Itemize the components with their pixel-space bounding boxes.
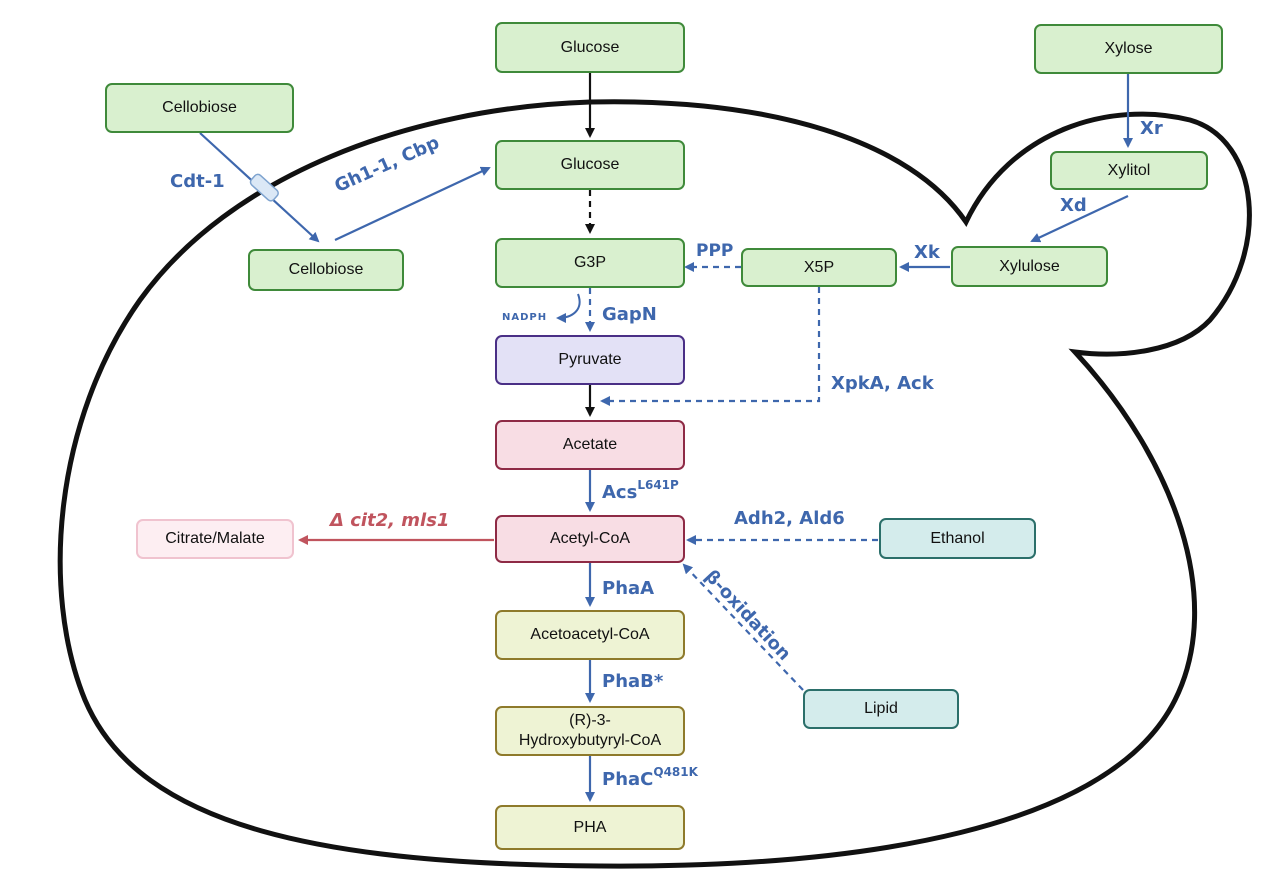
arrow-xylitol-xylulose — [1030, 195, 1129, 243]
label-xr: Xr — [1140, 118, 1163, 139]
node-lipid: Lipid — [803, 689, 959, 729]
node-acetate: Acetate — [495, 420, 685, 470]
label-gapn: GapN — [602, 304, 657, 325]
node-acetoacetyl-coa: Acetoacetyl-CoA — [495, 610, 685, 660]
label-cdt1: Cdt-1 — [170, 171, 225, 192]
node-cellobiose-outside: Cellobiose — [105, 83, 294, 133]
node-pyruvate: Pyruvate — [495, 335, 685, 385]
label-phac: PhaCQ481K — [602, 765, 698, 790]
label-knockout: Δ cit2, mls1 — [330, 510, 450, 531]
node-acetyl-coa: Acetyl-CoA — [495, 515, 685, 563]
label-phaa: PhaA — [602, 578, 655, 599]
label-acs: AcsL641P — [602, 478, 679, 503]
cell-membrane — [57, 99, 1252, 869]
label-nadph: NADPH — [502, 312, 548, 323]
node-citrate-malate: Citrate/Malate — [136, 519, 294, 559]
arrow-lipid-acetylcoa — [682, 563, 804, 691]
node-xylitol: Xylitol — [1050, 151, 1208, 190]
node-x5p: X5P — [741, 248, 897, 287]
arrow-cellobiose-glucose — [334, 166, 491, 241]
arrow-x5p-acetate — [600, 287, 821, 406]
label-xpka-ack: XpkA, Ack — [831, 373, 934, 394]
label-ppp: PPP — [696, 241, 734, 261]
node-glucose-outside: Glucose — [495, 22, 685, 73]
label-xk: Xk — [914, 242, 940, 263]
label-acs-mutation: L641P — [637, 478, 679, 492]
node-ethanol: Ethanol — [879, 518, 1036, 559]
node-xylulose: Xylulose — [951, 246, 1108, 287]
label-phab: PhaB* — [602, 671, 664, 692]
node-xylose: Xylose — [1034, 24, 1223, 74]
label-adh2-ald6: Adh2, Ald6 — [734, 508, 845, 529]
node-hydroxybutyryl-coa: (R)-3- Hydroxybutyryl-CoA — [495, 706, 685, 756]
node-glucose-inside: Glucose — [495, 140, 685, 190]
arrow-nadph — [556, 293, 581, 323]
label-phac-mutation: Q481K — [653, 765, 698, 779]
node-cellobiose-inside: Cellobiose — [248, 249, 404, 291]
label-xd: Xd — [1060, 195, 1087, 216]
node-g3p: G3P — [495, 238, 685, 288]
node-pha: PHA — [495, 805, 685, 850]
transporter-icon — [249, 173, 279, 202]
